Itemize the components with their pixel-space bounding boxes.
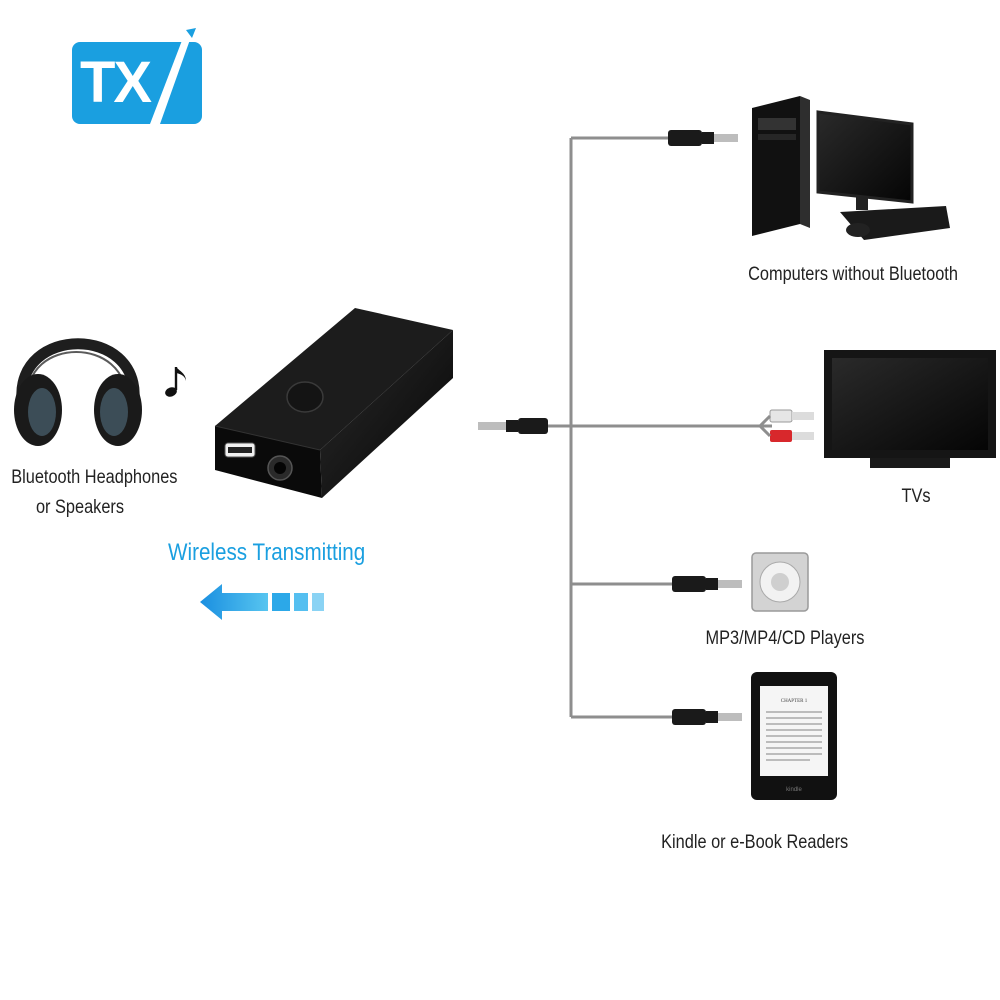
tx-logo xyxy=(72,28,202,124)
cable-network xyxy=(548,136,772,719)
computer-icon xyxy=(752,96,950,240)
transmitter-device-icon xyxy=(214,308,453,498)
headphones-label: Bluetooth Headphones or Speakers xyxy=(11,463,178,523)
source-plug-icon xyxy=(478,418,548,434)
ebook-screen-title: CHAPTER 1 xyxy=(781,699,808,704)
headphones-icon xyxy=(14,338,142,446)
logo-text: TX xyxy=(80,50,152,115)
ebook-brand: kindle xyxy=(786,787,802,793)
ebook-reader-label: Kindle or e-Book Readers xyxy=(661,832,849,853)
reader-plug-icon xyxy=(672,709,742,725)
wireless-transmitting-label: Wireless Transmitting xyxy=(168,539,366,566)
power-button-icon xyxy=(286,381,324,413)
mp3-player-icon xyxy=(751,552,809,612)
headphones-label-line1: Bluetooth Headphones xyxy=(11,467,178,488)
music-note-icon xyxy=(165,367,186,397)
transmit-arrow-icon xyxy=(200,584,324,620)
headphones-label-line2: or Speakers xyxy=(35,497,125,518)
ebook-reader-icon: CHAPTER 1 kindle xyxy=(751,672,837,800)
computer-plug-icon xyxy=(668,130,738,146)
player-plug-icon xyxy=(672,576,742,592)
logo-slash xyxy=(150,30,192,124)
tv-label: TVs xyxy=(901,486,931,507)
logo-badge xyxy=(72,42,202,124)
tv-icon xyxy=(824,350,996,468)
computer-label: Computers without Bluetooth xyxy=(748,264,958,285)
mp3-player-label: MP3/MP4/CD Players xyxy=(705,628,865,649)
rca-plugs-icon xyxy=(758,409,814,442)
